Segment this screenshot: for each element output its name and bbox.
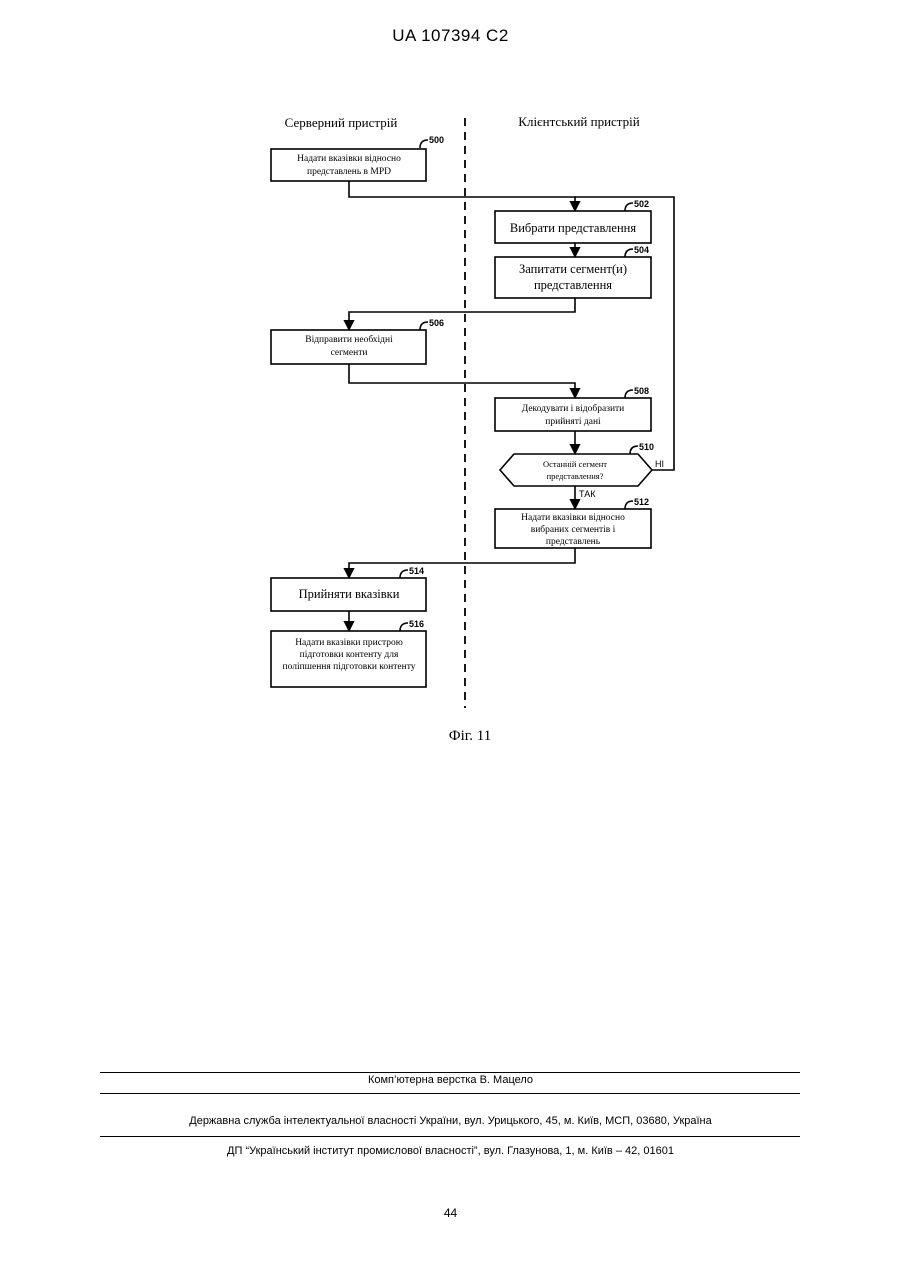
svg-text:представлень в MPD: представлень в MPD [307,167,391,177]
page-number: 44 [0,1206,901,1220]
step-506: Відправити необхідні сегменти 506 [271,318,444,364]
svg-text:підготовки контенту для: підготовки контенту для [300,650,399,660]
svg-text:502: 502 [634,199,649,209]
footer-rule-top [100,1072,800,1073]
lane-title-server: Серверний пристрій [285,115,398,130]
institute-address: ДП “Український інститут промислової вла… [0,1145,901,1157]
connector-512-514 [349,548,575,578]
svg-text:Декодувати і відобразити: Декодувати і відобразити [522,403,625,414]
svg-text:506: 506 [429,318,444,328]
figure-caption: Фіг. 11 [449,728,491,744]
svg-text:прийняті дані: прийняті дані [545,416,601,427]
step-500: Надати вказівки відносно представлень в … [271,135,444,181]
svg-text:510: 510 [639,442,654,452]
svg-text:512: 512 [634,497,649,507]
svg-text:поліпшення підготовки контенту: поліпшення підготовки контенту [283,662,416,672]
svg-text:представлення?: представлення? [547,471,604,481]
lane-title-client: Клієнтський пристрій [518,114,639,129]
svg-text:Надати вказівки пристрою: Надати вказівки пристрою [295,638,403,648]
footer-rule-middle [100,1093,800,1094]
svg-text:представлень: представлень [546,537,601,547]
svg-text:504: 504 [634,245,649,255]
agency-address: Державна служба інтелектуальної власност… [0,1115,901,1127]
svg-text:представлення: представлення [534,278,612,292]
connector-500-502 [349,181,575,211]
svg-text:Запитати сегмент(и): Запитати сегмент(и) [519,262,627,276]
svg-text:Надати вказівки відносно: Надати вказівки відносно [521,513,625,523]
step-508: Декодувати і відобразити прийняті дані 5… [495,386,651,431]
branch-yes-label: ТАК [579,489,596,499]
branch-no-label: НІ [655,459,664,469]
svg-text:516: 516 [409,619,424,629]
connector-504-506 [349,298,575,330]
step-504: Запитати сегмент(и) представлення 504 [495,245,651,298]
svg-text:Вибрати представлення: Вибрати представлення [510,221,636,235]
svg-text:вибраних сегментів і: вибраних сегментів і [531,524,616,535]
svg-text:Надати вказівки відносно: Надати вказівки відносно [297,154,401,164]
svg-text:508: 508 [634,386,649,396]
svg-text:Останній сегмент: Останній сегмент [543,459,607,469]
footer-rule-bottom [100,1136,800,1137]
svg-text:Відправити необхідні: Відправити необхідні [305,334,393,345]
svg-text:514: 514 [409,566,424,576]
connector-506-508 [349,364,575,398]
svg-text:Прийняти вказівки: Прийняти вказівки [299,587,400,601]
layout-credit: Комп’ютерна верстка В. Мацело [0,1074,901,1086]
svg-text:сегменти: сегменти [331,348,368,358]
step-502: Вибрати представлення 502 [495,199,651,243]
step-512: Надати вказівки відносно вибраних сегмен… [495,497,651,548]
decision-510: Останній сегмент представлення? 510 [500,442,654,486]
svg-text:500: 500 [429,135,444,145]
